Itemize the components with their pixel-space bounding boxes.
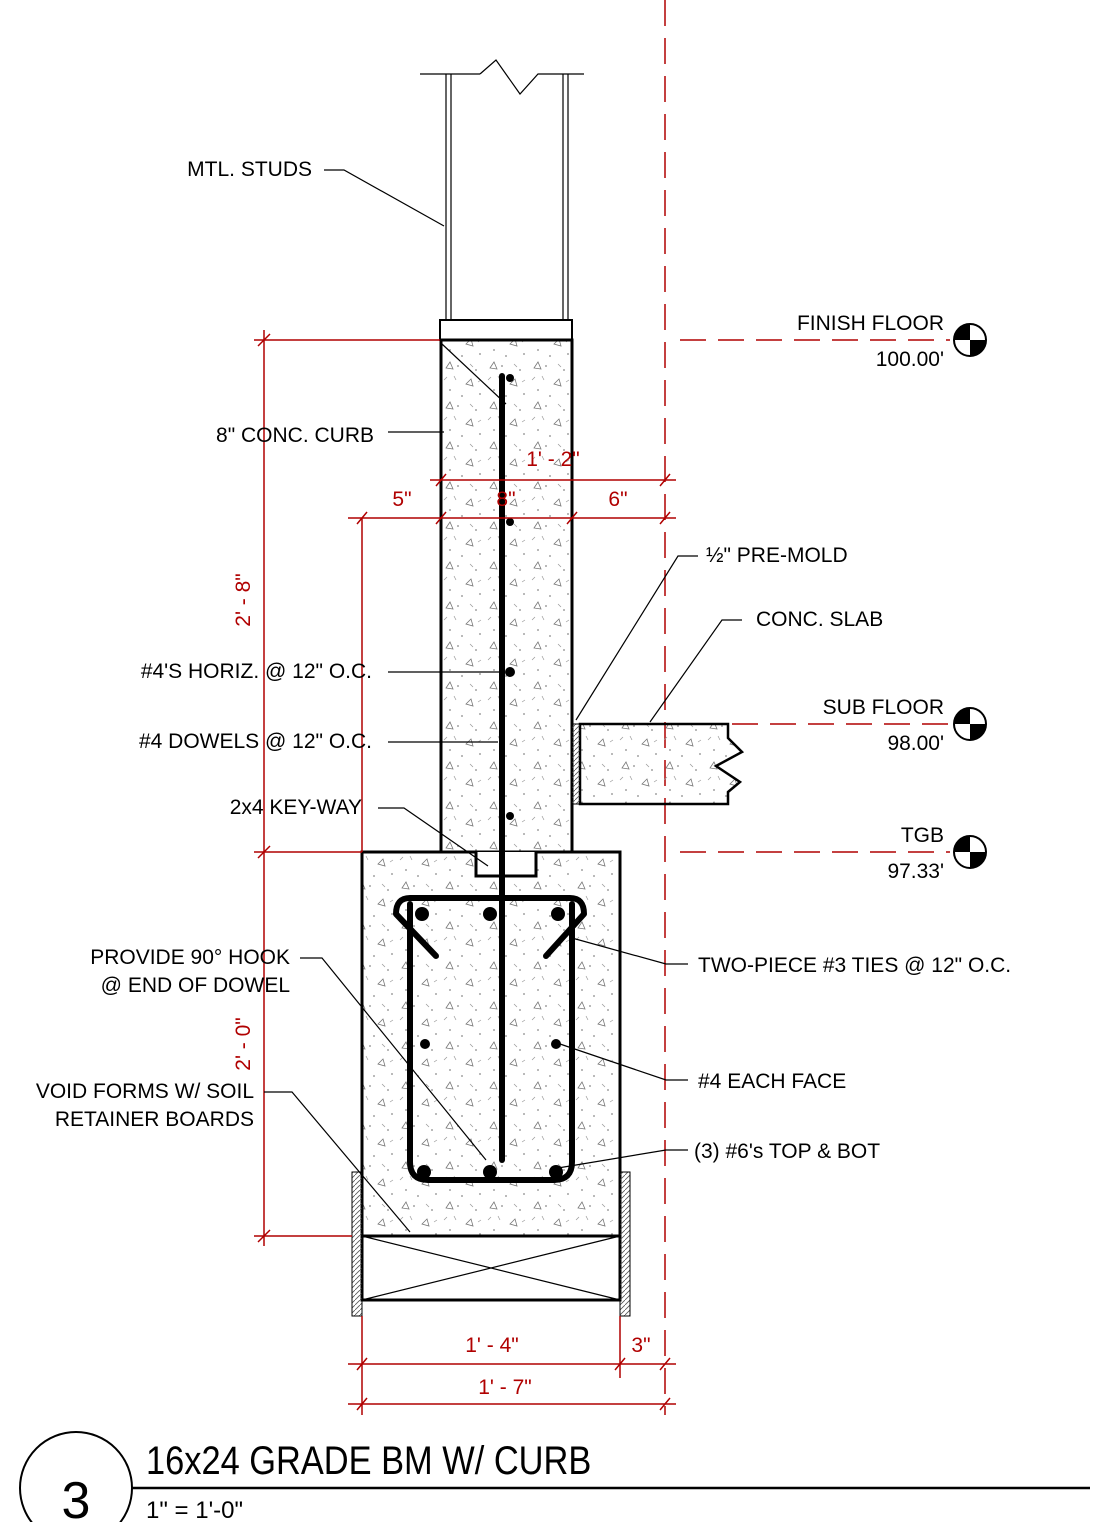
dim-curb-height: 2' - 8" [232, 573, 255, 626]
callout-labels: MTL. STUDS 8" CONC. CURB #4'S HORIZ. @ 1… [36, 158, 1011, 1163]
label-hook-line1: PROVIDE 90° HOOK [90, 946, 290, 969]
dimension-texts: 2' - 8" 2' - 0" 1' - 2" 5" 8" 6" 1' - 4"… [232, 448, 651, 1399]
detail-title: 16x24 GRADE BM W/ CURB [146, 1438, 591, 1483]
elevation-target-icon [953, 323, 987, 357]
dim-right-offset: 6" [608, 488, 627, 511]
reinforcement [393, 343, 587, 1183]
dim-form-width: 3" [631, 1334, 650, 1357]
label-dowels: #4 DOWELS @ 12" O.C. [139, 730, 372, 753]
level-markers: FINISH FLOOR 100.00' SUB FLOOR 98.00' TG… [797, 312, 987, 883]
metal-studs [420, 59, 584, 341]
level-elevation: 100.00' [876, 348, 944, 371]
void-form [351, 1171, 631, 1317]
elevation-target-icon [953, 707, 987, 741]
dim-curb-width: 8" [496, 488, 515, 511]
dim-left-offset: 5" [392, 488, 411, 511]
label-horiz-bars: #4'S HORIZ. @ 12" O.C. [141, 660, 372, 683]
label-void-line1: VOID FORMS W/ SOIL [36, 1080, 254, 1103]
dimension-lines [254, 330, 950, 1415]
level-name: SUB FLOOR [823, 696, 944, 719]
label-conc-curb: 8" CONC. CURB [216, 424, 374, 447]
label-ties: TWO-PIECE #3 TIES @ 12" O.C. [698, 954, 1011, 977]
level-name: FINISH FLOOR [797, 312, 944, 335]
concrete-slab [571, 722, 745, 806]
title-block: 3 16x24 GRADE BM W/ CURB 1" = 1'-0" [19, 1431, 1090, 1522]
detail-scale: 1" = 1'-0" [146, 1497, 243, 1522]
label-conc-slab: CONC. SLAB [756, 608, 883, 631]
level-name: TGB [901, 824, 944, 847]
level-tgb: TGB 97.33' [887, 824, 987, 883]
elevation-target-icon [953, 835, 987, 869]
detail-number: 3 [62, 1472, 91, 1522]
label-premold: ½" PRE-MOLD [706, 544, 848, 567]
label-mtl-studs: MTL. STUDS [187, 158, 312, 181]
dim-beam-height: 2' - 0" [232, 1017, 255, 1070]
level-elevation: 97.33' [887, 860, 944, 883]
level-finish-floor: FINISH FLOOR 100.00' [797, 312, 987, 371]
dim-beam-width: 1' - 4" [465, 1334, 518, 1357]
label-keyway: 2x4 KEY-WAY [230, 796, 362, 819]
label-void-line2: RETAINER BOARDS [55, 1108, 254, 1131]
leader-lines [264, 169, 742, 1233]
level-sub-floor: SUB FLOOR 98.00' [823, 696, 987, 755]
level-elevation: 98.00' [887, 732, 944, 755]
label-each-face: #4 EACH FACE [698, 1070, 846, 1093]
label-hook-line2: @ END OF DOWEL [101, 974, 290, 997]
dim-overall-top: 1' - 2" [526, 448, 579, 471]
concrete-curb [439, 338, 574, 854]
label-top-bot: (3) #6's TOP & BOT [694, 1140, 880, 1163]
dim-overall-bottom: 1' - 7" [478, 1376, 531, 1399]
